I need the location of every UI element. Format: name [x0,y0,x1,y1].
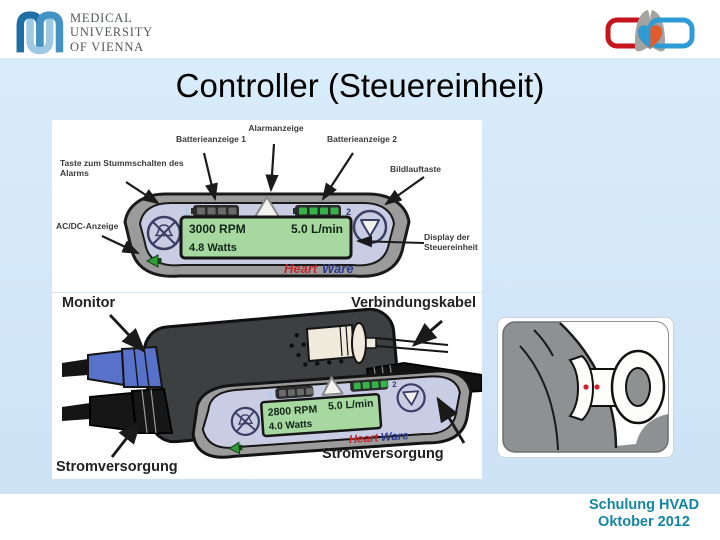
acdc-led-3d [228,441,243,455]
label-battery1: Batterieanzeige 1 [176,134,246,144]
lcd-display [179,215,353,260]
arrow-power-left [110,418,142,458]
label-monitor: Monitor [62,295,116,311]
scroll-button-3d [396,383,426,413]
alarm-triangle-icon-3d [321,376,344,396]
program-logo [604,4,696,65]
arrow-alarm [265,143,279,193]
lcd-flow-value-3d: 5.0 L/min [328,397,374,412]
university-text-line1: MEDICAL [70,11,133,25]
footer-line1: Schulung HVAD [588,497,700,513]
lcd-watts-value-3d: 4.0 Watts [268,419,313,433]
down-arrow-icon-3d [402,390,420,406]
controller-cables-drawing: 1 2 [62,307,482,459]
logo-u-light [26,18,54,55]
logo-arch-mid [36,11,64,53]
arrow-battery2 [321,152,354,201]
connector-inset-drawing [502,321,669,453]
university-logo-icon [16,11,64,55]
label-mute-button: Taste zum Stummschalten des Alarms [60,158,184,179]
lcd-flow-value: 5.0 L/min [291,222,343,236]
label-alarm: Alarmanzeige [248,123,304,133]
controller-front-drawing: 1 2 [101,143,425,278]
alignment-dot-2 [594,384,600,390]
battery2-indicator [293,205,341,217]
battery2-number-3d: 2 [392,380,398,389]
acdc-led [145,254,162,268]
alignment-collar [568,354,595,422]
brand-ware-3d: Ware [380,430,409,444]
monitor-connector [62,345,164,388]
arrow-battery1 [202,152,218,202]
socket-inner-hole [625,367,651,407]
scroll-button [352,209,388,245]
arrow-mute [125,181,160,205]
university-logo-text: MEDICAL UNIVERSITY OF VIENNA [70,11,153,54]
battery1-indicator-3d [275,385,314,400]
heart-icon [637,24,663,50]
lcd-rpm-value-3d: 2800 RPM [267,403,318,418]
battery1-indicator [191,205,239,217]
arrow-scroll [384,176,425,206]
controller-front-diagram: 1 2 [52,120,482,292]
label-power-left: Stromversorgung [56,459,178,475]
mute-alarm-button-3d [230,406,260,437]
device-contour-line-2 [533,329,554,357]
power-connector-left [62,387,174,434]
university-text-line2: UNIVERSITY [70,25,153,40]
university-text-line3: OF VIENNA [70,39,144,54]
mute-alarm-button [146,215,182,251]
label-acdc: AC/DC-Anzeige [56,221,119,231]
bell-icon [154,224,174,237]
bell-icon-3d [237,414,254,425]
arrow-power-right [436,396,466,444]
footer-line2: Oktober 2012 [598,514,690,531]
label-battery2: Batterieanzeige 2 [327,134,397,144]
lcd-display-3d [260,392,383,438]
heart-lung-logo-icon [605,10,695,52]
label-scroll-button: Bildlauftaste [390,164,442,174]
down-arrow-icon [360,219,380,237]
label-display: Display der Steuereinheit [424,232,478,253]
slide-footer: Schulung HVAD Oktober 2012 [569,497,719,531]
arrow-acdc [101,235,140,254]
battery1-number: 1 [184,207,189,217]
arrow-display [356,235,425,248]
arrow-monitor [108,314,146,354]
alignment-dot-1 [583,384,589,390]
battery2-indicator-3d [350,378,389,392]
battery1-number-3d: 1 [268,390,274,399]
lcd-rpm-value: 3000 RPM [189,222,246,236]
brand-ware: Ware [322,261,354,276]
arrow-connection-cable [411,319,443,347]
brand-heart-3d: Heart [349,432,380,446]
connector-inset-illustration [497,317,674,458]
page-title: Controller (Steuereinheit) [175,67,545,104]
controller-faceplate-3d: 1 2 [191,369,473,459]
university-logo [10,4,66,61]
battery2-number: 2 [346,207,351,217]
label-power-right: Stromversorgung [322,446,444,462]
controller-cables-diagram: 1 2 [52,293,482,479]
brand-heart: Heart [284,261,318,276]
device-contour-line [519,345,559,451]
label-connection-cable: Verbindungskabel [351,295,476,311]
lcd-watts-value: 4.8 Watts [189,242,237,254]
